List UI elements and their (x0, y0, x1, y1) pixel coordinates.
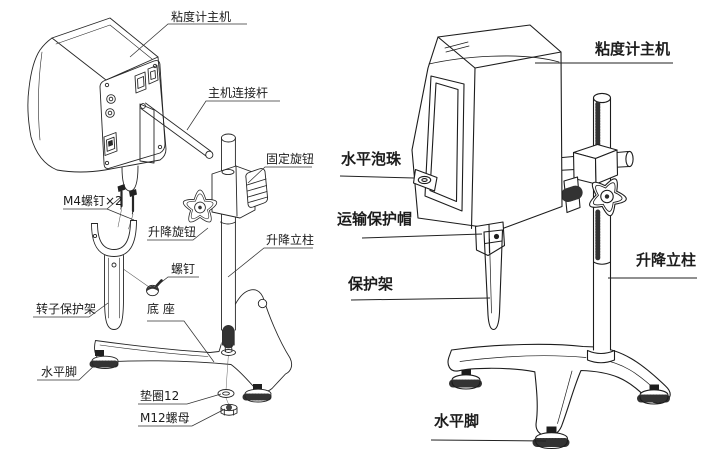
label-leveling-foot: 水平脚 (41, 365, 78, 379)
clamp-left (211, 165, 256, 219)
label-transport-cap: 运输保护帽 (337, 210, 413, 228)
label-lifting-column: 升降立柱 (266, 233, 315, 247)
din-socket-2 (105, 108, 115, 118)
base-right (447, 343, 671, 437)
right-diagram-art (411, 24, 671, 450)
left-diagram-art (27, 17, 293, 416)
connecting-rod (140, 102, 214, 159)
display-window (424, 75, 465, 212)
label-screw: 螺钉 (171, 262, 196, 276)
label-m4-screws: M4螺钉×2 (63, 194, 123, 208)
din-socket-1 (106, 94, 116, 104)
protective-frame (483, 229, 504, 331)
right-machine (411, 24, 563, 231)
leader-lines-left (33, 23, 313, 427)
washer (217, 389, 235, 398)
connector-port-2 (147, 65, 159, 85)
label-leveling-foot-r: 水平脚 (434, 412, 480, 430)
label-base: 底 座 (147, 302, 175, 316)
base-hole (221, 349, 236, 356)
base-left (94, 289, 293, 393)
star-knob-right (589, 178, 627, 217)
connector-port-1 (134, 71, 147, 94)
label-lifting-column-r: 升降立柱 (636, 251, 697, 269)
lift-knob (182, 189, 218, 223)
leader-lines-right (339, 62, 697, 442)
power-switch (103, 132, 118, 156)
fixing-knob (245, 168, 269, 208)
label-viscometer-main-unit-r: 粘度计主机 (595, 40, 671, 58)
label-washer-12: 垫圈12 (140, 389, 180, 403)
leveling-feet-left (89, 350, 274, 403)
level-bubble (412, 168, 438, 192)
label-lifting-knob: 升降旋钮 (148, 225, 197, 239)
label-rotor-guard: 转子保护架 (36, 302, 97, 316)
rotor-guard (91, 220, 137, 330)
loose-screw (123, 269, 163, 297)
spindle-neck (121, 165, 139, 192)
left-machine (27, 17, 167, 192)
leveling-feet-right (449, 369, 671, 450)
label-protective-frame: 保护架 (348, 275, 394, 293)
m4-screws (117, 184, 137, 230)
rod-mount-plate (139, 103, 155, 164)
label-connecting-rod: 主机连接杆 (208, 86, 269, 100)
label-fixing-knob: 固定旋钮 (266, 152, 315, 166)
column-boss (586, 349, 616, 364)
label-level-bubble: 水平泡珠 (341, 150, 402, 168)
label-viscometer-main-unit: 粘度计主机 (171, 10, 232, 24)
lift-column-right (586, 92, 616, 364)
label-m12-nut: M12螺母 (140, 411, 190, 425)
